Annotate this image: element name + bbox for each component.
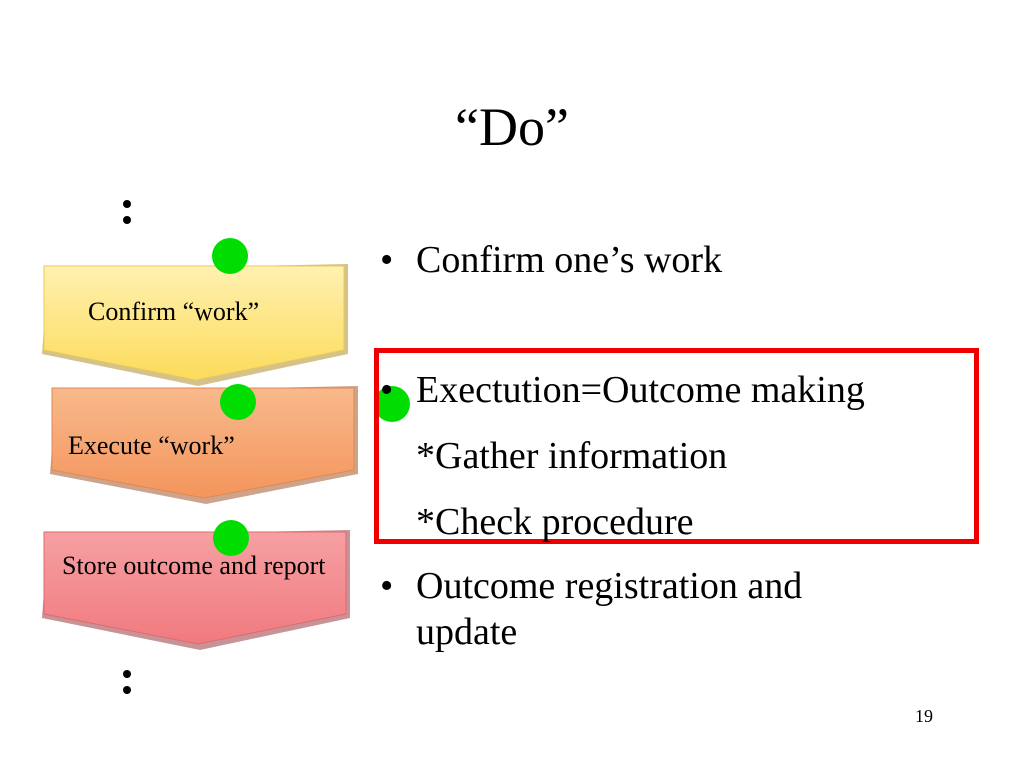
- sub-item: *Check procedure: [416, 501, 694, 543]
- highlight-box: [374, 348, 979, 544]
- marker-dot-confirm: [212, 238, 248, 274]
- marker-dot-bullet: [374, 386, 410, 422]
- sub-item: *Gather information: [416, 435, 728, 477]
- marker-dot-store: [213, 520, 249, 556]
- bullet-mark: •: [380, 239, 394, 281]
- bullet-text: Confirm one’s work: [416, 239, 723, 281]
- step-label-store: Store outcome and report: [62, 551, 326, 580]
- bullet-mark: •: [380, 565, 394, 607]
- bullet-mark: •: [380, 369, 394, 411]
- step-shape-store: [42, 530, 350, 650]
- ellipsis-top: [123, 200, 133, 232]
- step-label-confirm: Confirm “work”: [88, 297, 260, 326]
- step-shape-execute: [50, 386, 358, 504]
- slide-title: “Do”: [455, 97, 569, 157]
- step-shape-confirm: [42, 264, 348, 386]
- bullet-text: Outcome registration and update: [416, 565, 803, 653]
- ellipsis-bottom: [123, 670, 133, 702]
- marker-dot-execute: [220, 384, 256, 420]
- bullet-text: Exectution=Outcome making: [416, 369, 865, 411]
- page-number: 19: [915, 706, 933, 726]
- step-label-execute: Execute “work”: [68, 431, 235, 460]
